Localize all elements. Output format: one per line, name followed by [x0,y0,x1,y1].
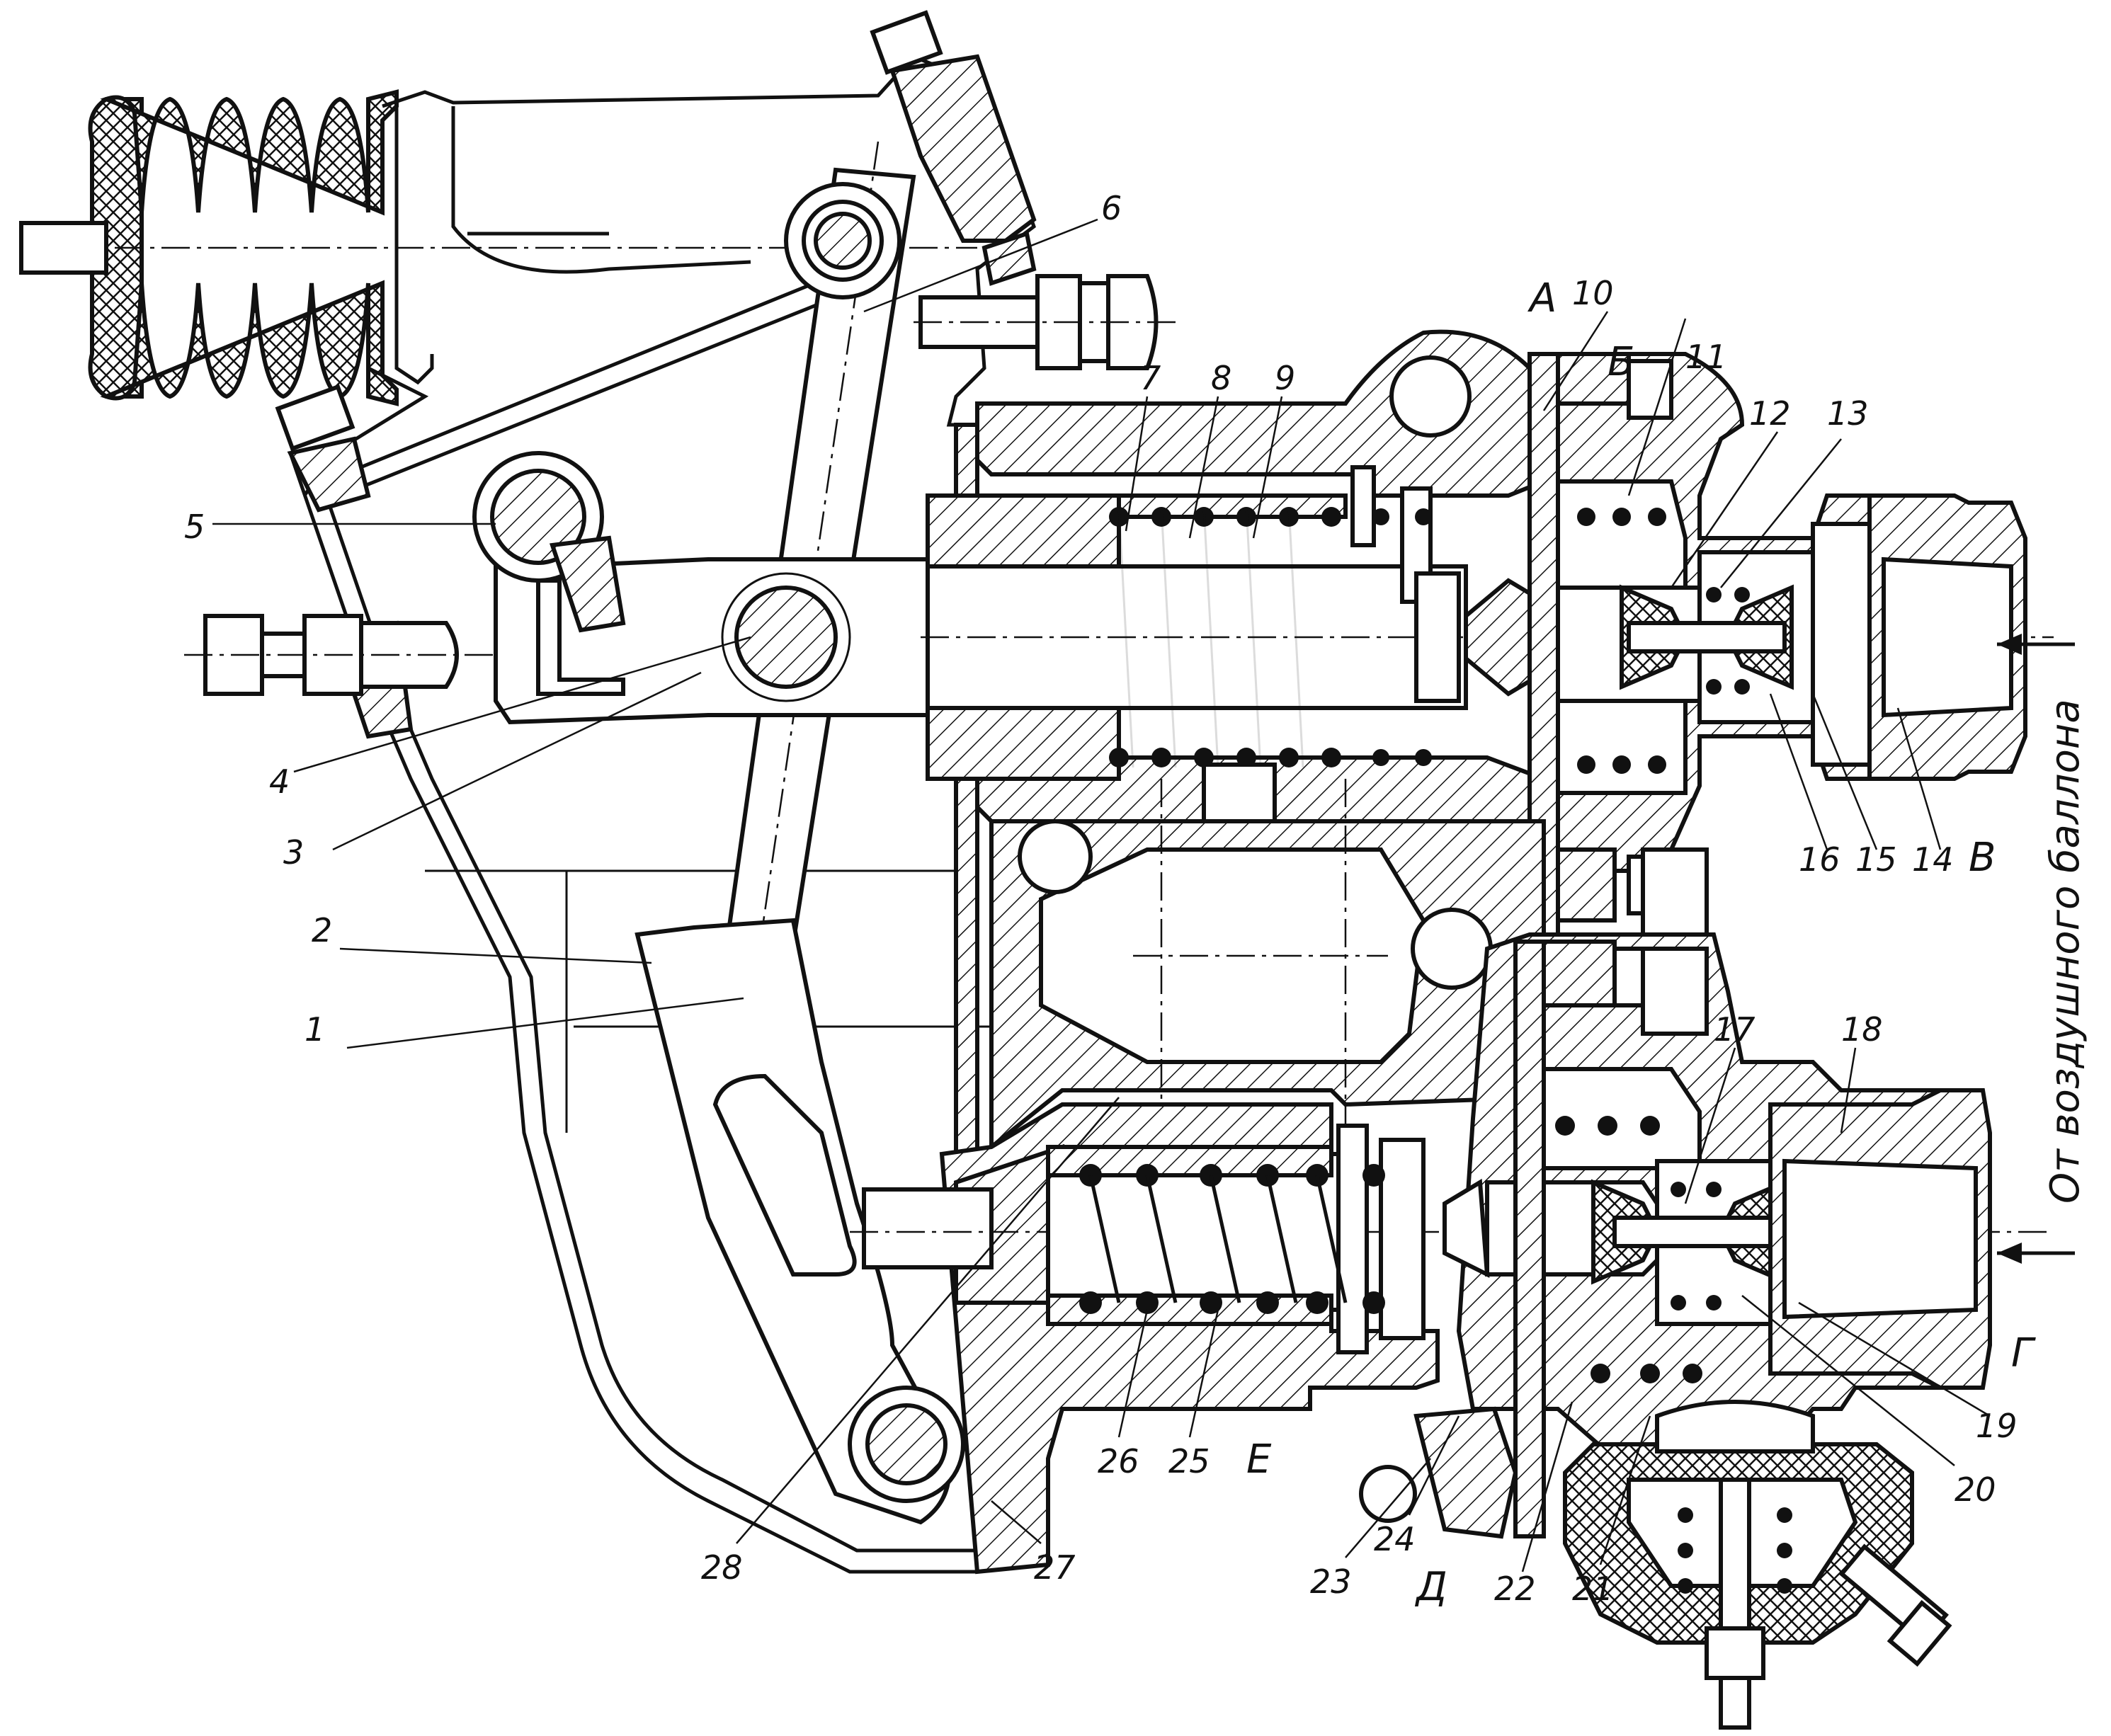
port-V: В [1969,835,1996,881]
bolt-top [275,10,943,452]
membrane-flange-lower [1413,940,1659,1539]
lower-spring [1079,1164,1385,1314]
label-8: 8 [1211,359,1231,397]
rubber-boot-bellows [19,89,977,406]
leader-lines [212,218,1991,1572]
upper-piston [921,465,2054,781]
part-labels: 1 2 3 4 5 6 7 8 9 10 11 12 13 14 15 16 1… [184,189,2018,1608]
upper-cover-housing [302,54,1037,498]
label-25: 25 [1168,1442,1210,1480]
port-G: Г [2011,1330,2036,1376]
label-16: 16 [1799,840,1840,879]
inlet-arrow-upper [1997,634,2075,655]
lower-inlet-fitting [1768,1088,1992,1390]
label-14: 14 [1912,840,1954,879]
label-3: 3 [283,833,304,872]
label-17: 17 [1714,1010,1756,1049]
label-20: 20 [1954,1471,1996,1509]
label-15: 15 [1855,840,1897,879]
flange-bolts [1359,847,1709,1523]
inlet-arrow-lower [1997,1243,2075,1264]
slotted-link [635,918,965,1525]
port-B: Б [1608,339,1634,385]
label-7: 7 [1140,359,1161,397]
label-2: 2 [312,911,332,949]
upper-inlet-fitting [1867,493,2027,781]
eccentric-cam [472,451,626,633]
port-labels: А Б В Г Д Е [1246,275,2036,1610]
pressure-switch [1563,1400,1952,1730]
label-4: 4 [269,763,290,801]
port-E: Е [1246,1437,1272,1483]
membrane-flange-upper [1527,352,1673,937]
adjusting-bolt-left [184,614,708,696]
label-5: 5 [184,508,205,546]
label-24: 24 [1374,1520,1416,1558]
label-26: 26 [1098,1442,1139,1480]
label-23: 23 [1310,1563,1352,1601]
label-1: 1 [305,1010,325,1049]
label-11: 11 [1685,338,1727,376]
label-27: 27 [1034,1548,1076,1587]
label-12: 12 [1749,394,1791,433]
label-9: 9 [1275,359,1295,397]
port-A: А [1527,275,1557,321]
label-22: 22 [1494,1570,1536,1608]
label-19: 19 [1976,1407,2018,1445]
label-6: 6 [1101,189,1122,227]
air-supply-caption: От воздушного баллона [2042,699,2088,1204]
label-28: 28 [701,1548,743,1587]
label-21: 21 [1572,1570,1614,1608]
label-18: 18 [1841,1010,1883,1049]
label-13: 13 [1827,394,1869,433]
middle-body [989,763,1546,1246]
port-D: Д [1414,1564,1447,1610]
upper-springs [1109,506,1432,768]
adjusting-bolt-upper-right [914,274,1176,370]
label-10: 10 [1572,274,1614,312]
